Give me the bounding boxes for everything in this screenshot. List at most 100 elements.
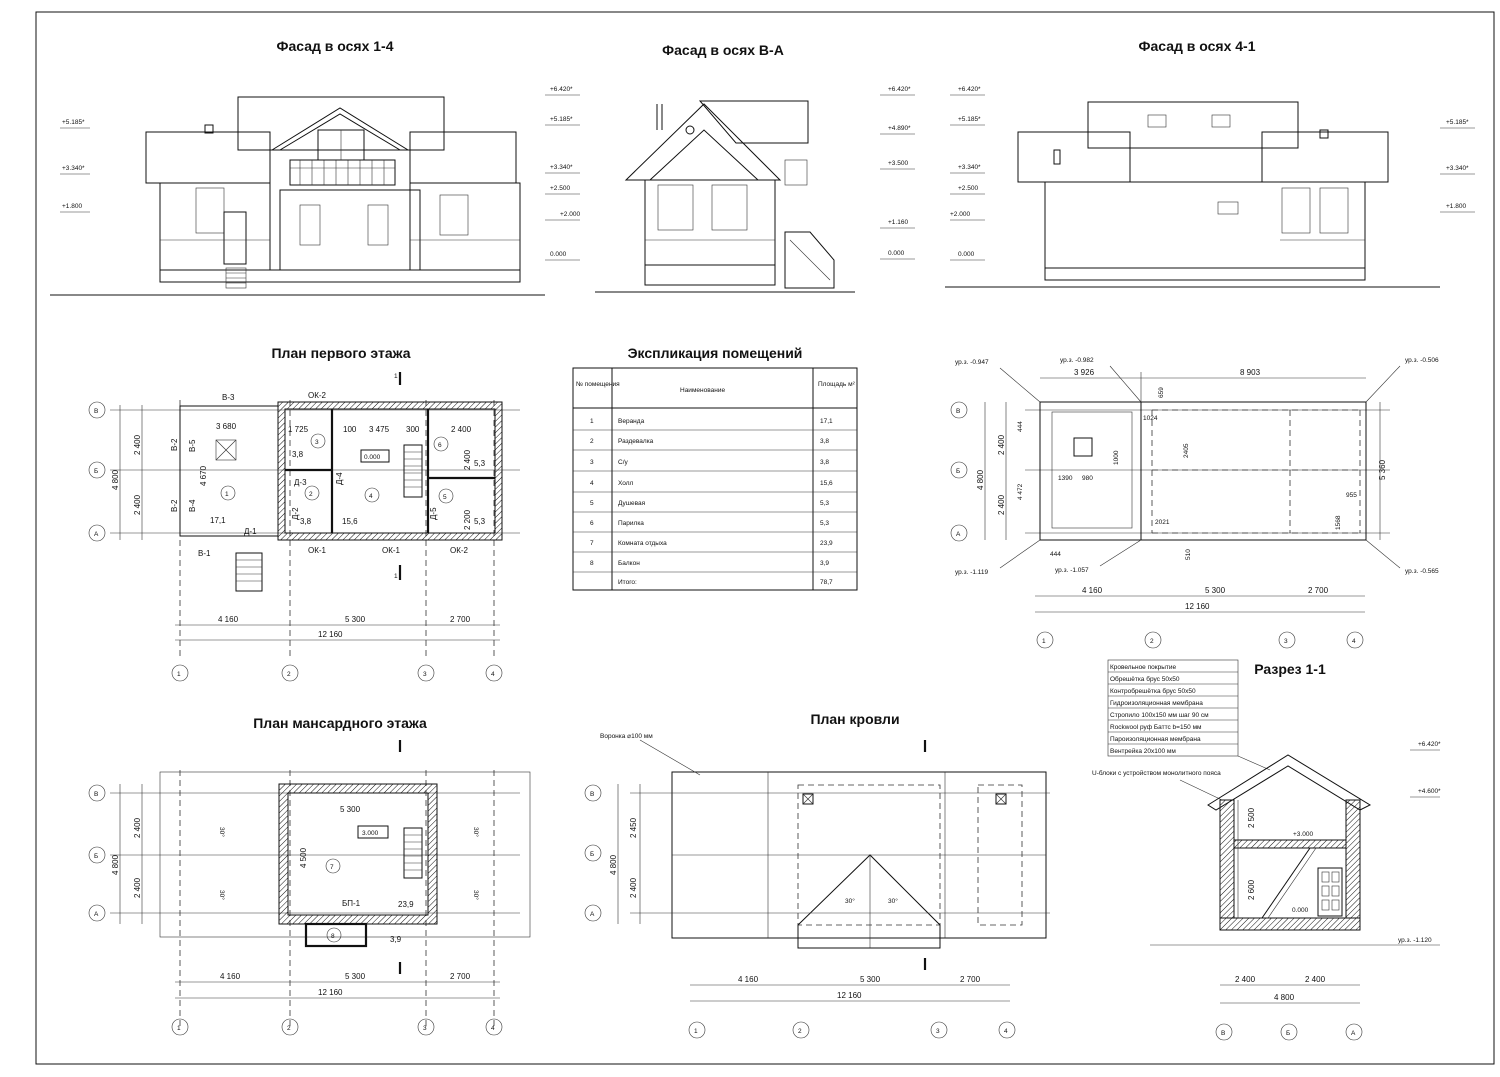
svg-text:Д-2: Д-2 xyxy=(291,507,300,520)
svg-text:4 472: 4 472 xyxy=(1017,483,1024,500)
svg-text:955: 955 xyxy=(1346,492,1357,499)
svg-text:3: 3 xyxy=(423,671,427,678)
facade-1-4-drawing xyxy=(50,96,545,296)
svg-text:ОК-2: ОК-2 xyxy=(450,546,469,555)
funnel-note: Воронка ⌀100 мм xyxy=(600,733,653,740)
svg-text:+2.500: +2.500 xyxy=(550,185,570,192)
svg-text:3 680: 3 680 xyxy=(216,422,237,431)
facade-4-1-drawing xyxy=(945,101,1440,288)
svg-text:5 300: 5 300 xyxy=(345,615,366,624)
svg-text:Д-3: Д-3 xyxy=(294,478,307,487)
svg-text:ОК-1: ОК-1 xyxy=(308,546,327,555)
svg-text:+4.600*: +4.600* xyxy=(1418,788,1441,795)
svg-text:+4.890*: +4.890* xyxy=(888,125,911,132)
svg-text:+1.160: +1.160 xyxy=(888,219,908,226)
sheet-frame xyxy=(35,11,1495,1065)
svg-text:+1.800: +1.800 xyxy=(1446,203,1466,210)
svg-text:6: 6 xyxy=(438,442,442,449)
svg-text:+3.000: +3.000 xyxy=(1293,831,1313,838)
title-plan-attic: План мансардного этажа xyxy=(253,715,427,731)
svg-text:ур.з. -0.982: ур.з. -0.982 xyxy=(1060,357,1094,364)
svg-text:БП-1: БП-1 xyxy=(342,899,361,908)
svg-text:1568: 1568 xyxy=(1335,515,1342,530)
svg-text:8: 8 xyxy=(331,933,335,940)
svg-text:Стропило 100х150 мм шаг 90 см: Стропило 100х150 мм шаг 90 см xyxy=(1110,712,1209,719)
svg-text:17,1: 17,1 xyxy=(820,418,833,425)
svg-text:+5.185*: +5.185* xyxy=(958,116,981,123)
svg-text:А: А xyxy=(94,911,99,918)
svg-text:2021: 2021 xyxy=(1155,519,1170,526)
svg-text:В-2: В-2 xyxy=(170,438,179,451)
facade-v-a-levels: +6.420* +4.890* +3.500 +1.160 0.000 xyxy=(880,86,915,260)
svg-text:+5.185*: +5.185* xyxy=(1446,119,1469,126)
svg-text:Обрешётка брус 50х50: Обрешётка брус 50х50 xyxy=(1110,675,1180,683)
svg-text:2 700: 2 700 xyxy=(450,615,471,624)
svg-text:ур.з. -0.506: ур.з. -0.506 xyxy=(1405,357,1439,364)
svg-text:4 800: 4 800 xyxy=(1274,993,1295,1002)
svg-text:12 160: 12 160 xyxy=(837,991,862,1000)
svg-text:ур.з. -0.947: ур.з. -0.947 xyxy=(955,359,989,366)
svg-text:2 700: 2 700 xyxy=(1308,586,1329,595)
svg-text:2 400: 2 400 xyxy=(133,434,142,455)
svg-text:А: А xyxy=(1351,1030,1356,1037)
svg-text:2 400: 2 400 xyxy=(133,494,142,515)
svg-text:В: В xyxy=(1221,1030,1225,1037)
svg-text:Гидроизоляционная мембрана: Гидроизоляционная мембрана xyxy=(1110,699,1203,707)
svg-text:1024: 1024 xyxy=(1143,415,1158,422)
svg-text:Раздевалка: Раздевалка xyxy=(618,438,654,445)
svg-text:5 300: 5 300 xyxy=(860,975,881,984)
svg-text:Душевая: Душевая xyxy=(618,500,646,507)
svg-text:8 903: 8 903 xyxy=(1240,368,1261,377)
svg-text:30°: 30° xyxy=(888,897,898,905)
svg-text:+3.340*: +3.340* xyxy=(958,164,981,171)
svg-text:2 400: 2 400 xyxy=(997,494,1006,515)
svg-text:1: 1 xyxy=(177,1025,181,1032)
svg-text:2 400: 2 400 xyxy=(133,877,142,898)
svg-text:Б: Б xyxy=(1286,1030,1290,1037)
svg-text:5: 5 xyxy=(443,494,447,501)
svg-text:1000: 1000 xyxy=(1113,450,1120,465)
svg-text:+6.420*: +6.420* xyxy=(888,86,911,93)
title-section-1-1: Разрез 1-1 xyxy=(1254,661,1326,677)
svg-text:4 160: 4 160 xyxy=(218,615,239,624)
svg-text:7: 7 xyxy=(330,864,334,871)
svg-text:5 360: 5 360 xyxy=(1378,459,1387,480)
table-total-value: 78,7 xyxy=(820,579,833,586)
svg-text:+3.340*: +3.340* xyxy=(550,164,573,171)
svg-text:В-5: В-5 xyxy=(188,439,197,452)
svg-text:+3.340*: +3.340* xyxy=(62,165,85,172)
svg-text:0.000: 0.000 xyxy=(550,251,567,258)
svg-text:+1.800: +1.800 xyxy=(62,203,82,210)
svg-text:Кровельное покрытие: Кровельное покрытие xyxy=(1110,664,1176,671)
svg-text:Б: Б xyxy=(94,853,98,860)
svg-text:0.000: 0.000 xyxy=(888,250,905,257)
svg-text:5,3: 5,3 xyxy=(474,517,486,526)
svg-text:А: А xyxy=(94,531,99,538)
svg-text:2 200: 2 200 xyxy=(463,509,472,530)
svg-text:Д-5: Д-5 xyxy=(429,507,438,520)
svg-text:Контробрешётка брус 50х50: Контробрешётка брус 50х50 xyxy=(1110,687,1196,695)
svg-text:2 400: 2 400 xyxy=(629,877,638,898)
svg-text:300: 300 xyxy=(406,425,420,434)
svg-text:2: 2 xyxy=(1150,638,1154,645)
svg-text:В: В xyxy=(94,408,98,415)
svg-text:3,8: 3,8 xyxy=(300,517,312,526)
svg-text:1: 1 xyxy=(177,671,181,678)
title-plan-first-floor: План первого этажа xyxy=(271,345,410,361)
svg-text:Парилка: Парилка xyxy=(618,520,644,527)
svg-text:2 700: 2 700 xyxy=(960,975,981,984)
svg-text:980: 980 xyxy=(1082,475,1093,482)
svg-text:Балкон: Балкон xyxy=(618,560,640,567)
svg-text:12 160: 12 160 xyxy=(318,630,343,639)
title-explication: Экспликация помещений xyxy=(628,345,803,361)
svg-text:30°: 30° xyxy=(845,897,855,905)
svg-text:В-1: В-1 xyxy=(198,549,211,558)
svg-text:3 475: 3 475 xyxy=(369,425,390,434)
facade-1-4-levels: +5.185* +3.340* +1.800 +6.420* +5.185* +… xyxy=(60,86,580,261)
svg-text:Rockwool руф Баттс b=150 мм: Rockwool руф Баттс b=150 мм xyxy=(1110,724,1202,731)
svg-text:4: 4 xyxy=(491,671,495,678)
svg-text:5: 5 xyxy=(590,500,594,507)
svg-text:12 160: 12 160 xyxy=(318,988,343,997)
